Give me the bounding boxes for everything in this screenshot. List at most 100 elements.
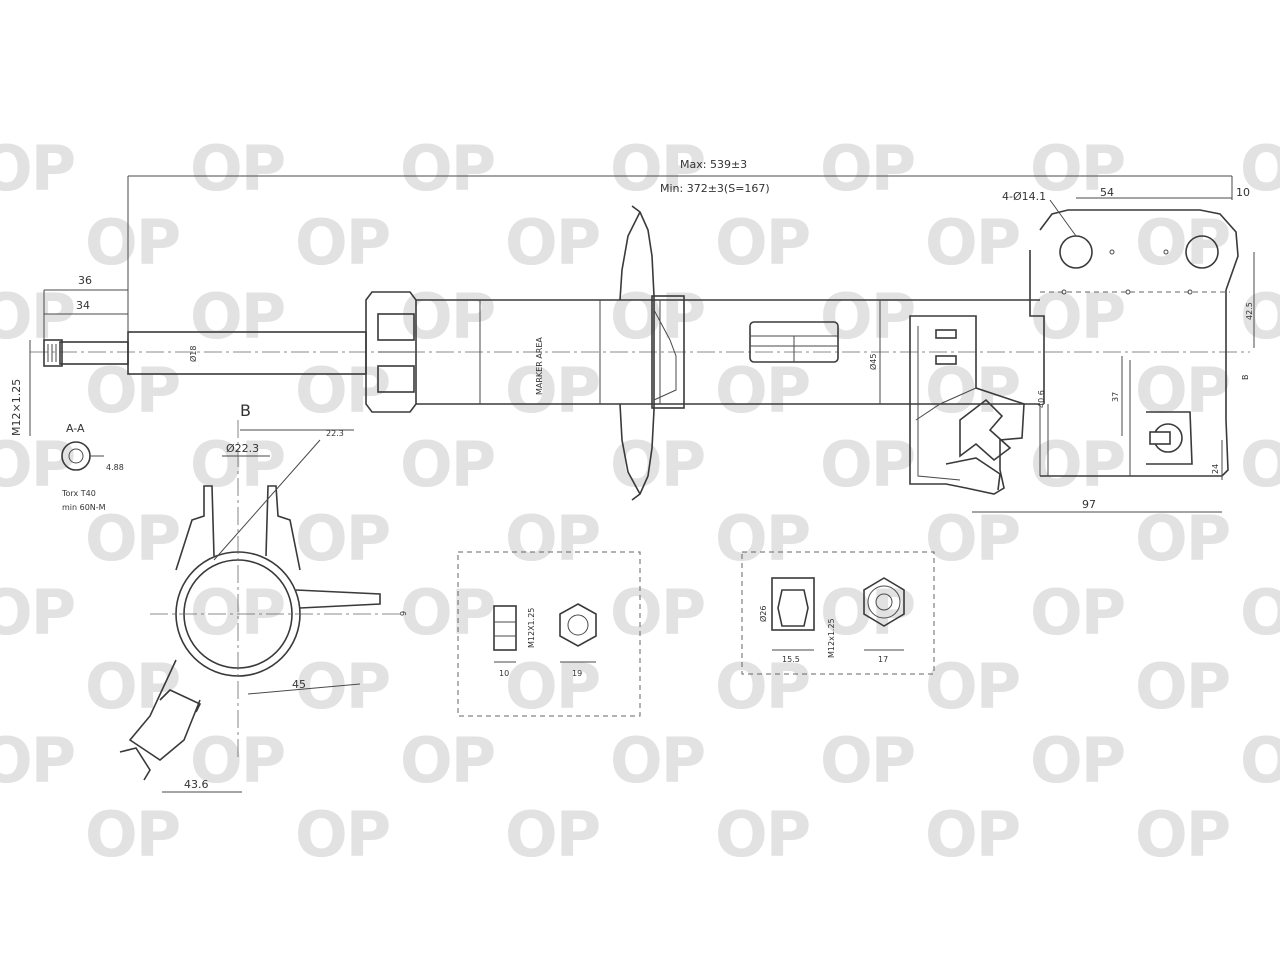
nut-detail-1: M12X1.25 10 19 <box>457 551 641 717</box>
op-watermark: OP <box>85 502 179 575</box>
op-watermark: OP <box>0 576 74 649</box>
op-watermark: OP <box>295 206 389 279</box>
dim-37-label: 37 <box>1111 392 1120 402</box>
op-watermark: OP <box>505 650 599 723</box>
op-watermark: OP <box>505 798 599 871</box>
nut2-15-5-label: 15.5 <box>782 655 800 664</box>
dim-34-label: 34 <box>76 299 90 312</box>
spring-seat <box>619 205 685 501</box>
op-watermark: OP <box>400 576 494 649</box>
op-watermark: OP <box>400 132 494 205</box>
op-watermark: OP <box>85 354 179 427</box>
op-watermark: OP <box>400 724 494 797</box>
dim-97-label: 97 <box>1082 498 1096 511</box>
nut2-thread-label: M12x1.25 <box>827 618 836 658</box>
op-watermark: OP <box>1240 428 1280 501</box>
op-watermark: OP <box>820 280 914 353</box>
marker-area-label: MARKER AREA <box>535 337 544 395</box>
dim-42-5-label: 42.5 <box>1245 302 1254 320</box>
stabilizer-bracket <box>909 315 1025 495</box>
view-b-label: B <box>240 401 251 420</box>
body-diameter-label: Ø45 <box>868 354 878 370</box>
op-watermark: OP <box>715 354 809 427</box>
op-watermark: OP <box>1240 576 1280 649</box>
op-watermark: OP <box>610 576 704 649</box>
nut2-17-label: 17 <box>878 655 888 664</box>
op-watermark: OP <box>295 502 389 575</box>
op-watermark: OP <box>1135 798 1229 871</box>
torx-dim-label: 4.88 <box>106 463 124 472</box>
overall-length-dimensions: Max: 539±3 Min: 372±3(S=167) <box>127 158 1233 345</box>
op-watermark: OP <box>925 206 1019 279</box>
op-watermark: OP <box>1240 280 1280 353</box>
op-watermark: OP <box>0 428 74 501</box>
op-watermark: OP <box>1240 724 1280 797</box>
rod-diameter-label: Ø18 <box>188 346 198 362</box>
op-watermark: OP <box>925 650 1019 723</box>
op-watermark: OP <box>190 576 284 649</box>
op-watermark: OP <box>820 132 914 205</box>
torx-label: Torx T40 <box>61 489 96 498</box>
section-a-a-label: A-A <box>66 422 85 435</box>
op-watermark: OP <box>715 798 809 871</box>
clamp-22-3-label: 22.3 <box>326 429 344 438</box>
op-watermark: OP <box>0 132 74 205</box>
op-watermark-layer: OPOPOPOPOPOPOPOPOPOPOPOPOPOPOPOPOPOPOPOP… <box>0 132 1280 871</box>
nut1-19-label: 19 <box>572 669 582 678</box>
op-watermark: OP <box>190 280 284 353</box>
clamp-43-6-label: 43.6 <box>184 778 209 791</box>
op-watermark: OP <box>925 798 1019 871</box>
nut1-10-label: 10 <box>499 669 509 678</box>
nut2-dia-label: Ø26 <box>758 606 768 622</box>
op-watermark: OP <box>85 206 179 279</box>
hole-label: 4-Ø14.1 <box>1002 190 1046 203</box>
op-watermark: OP <box>1135 650 1229 723</box>
op-watermark: OP <box>295 798 389 871</box>
op-watermark: OP <box>0 280 74 353</box>
op-watermark: OP <box>1240 132 1280 205</box>
op-watermark: OP <box>1030 428 1124 501</box>
op-watermark: OP <box>925 354 1019 427</box>
rod-thread-label: M12×1.25 <box>10 379 23 436</box>
torque-label: min 60N-M <box>62 503 106 512</box>
min-length-label: Min: 372±3(S=167) <box>660 182 770 195</box>
op-watermark: OP <box>610 132 704 205</box>
op-watermark: OP <box>400 428 494 501</box>
clamp-view-b: B Ø22.3 22.3 9 45 43.6 <box>119 401 408 793</box>
op-watermark: OP <box>820 428 914 501</box>
main-body-tube: MARKER AREA Ø45 <box>416 299 1040 405</box>
op-watermark: OP <box>1030 576 1124 649</box>
knuckle-bracket: 4-Ø14.1 54 10 42.5 B 40.6 37 97 24 <box>972 186 1255 513</box>
op-watermark: OP <box>505 206 599 279</box>
section-a-a: A-A 4.88 Torx T40 min 60N-M <box>61 422 124 512</box>
op-watermark: OP <box>295 650 389 723</box>
dim-36-label: 36 <box>78 274 92 287</box>
dim-24-label: 24 <box>1211 464 1220 474</box>
op-watermark: OP <box>190 132 284 205</box>
op-watermark: OP <box>610 724 704 797</box>
op-watermark: OP <box>1030 724 1124 797</box>
op-watermark: OP <box>715 206 809 279</box>
op-watermark: OP <box>1135 354 1229 427</box>
dim-54-label: 54 <box>1100 186 1114 199</box>
op-watermark: OP <box>820 724 914 797</box>
op-watermark: OP <box>190 724 284 797</box>
dim-40-6-label: 40.6 <box>1037 390 1046 408</box>
op-watermark: OP <box>0 724 74 797</box>
max-length-label: Max: 539±3 <box>680 158 747 171</box>
nut1-thread-label: M12X1.25 <box>527 608 536 648</box>
op-watermark: OP <box>925 502 1019 575</box>
clamp-45-label: 45 <box>292 678 306 691</box>
op-watermark: OP <box>505 354 599 427</box>
op-watermark: OP <box>1030 132 1124 205</box>
op-watermark: OP <box>610 280 704 353</box>
op-watermark: OP <box>85 798 179 871</box>
piston-rod: Ø18 36 34 M12×1.25 <box>10 274 1250 436</box>
op-watermark: OP <box>1135 502 1229 575</box>
op-watermark: OP <box>610 428 704 501</box>
arrow-b-label: B <box>1241 375 1250 381</box>
op-watermark: OP <box>715 650 809 723</box>
clamp-9-label: 9 <box>399 611 408 616</box>
clamp-dia-label: Ø22.3 <box>226 442 259 455</box>
